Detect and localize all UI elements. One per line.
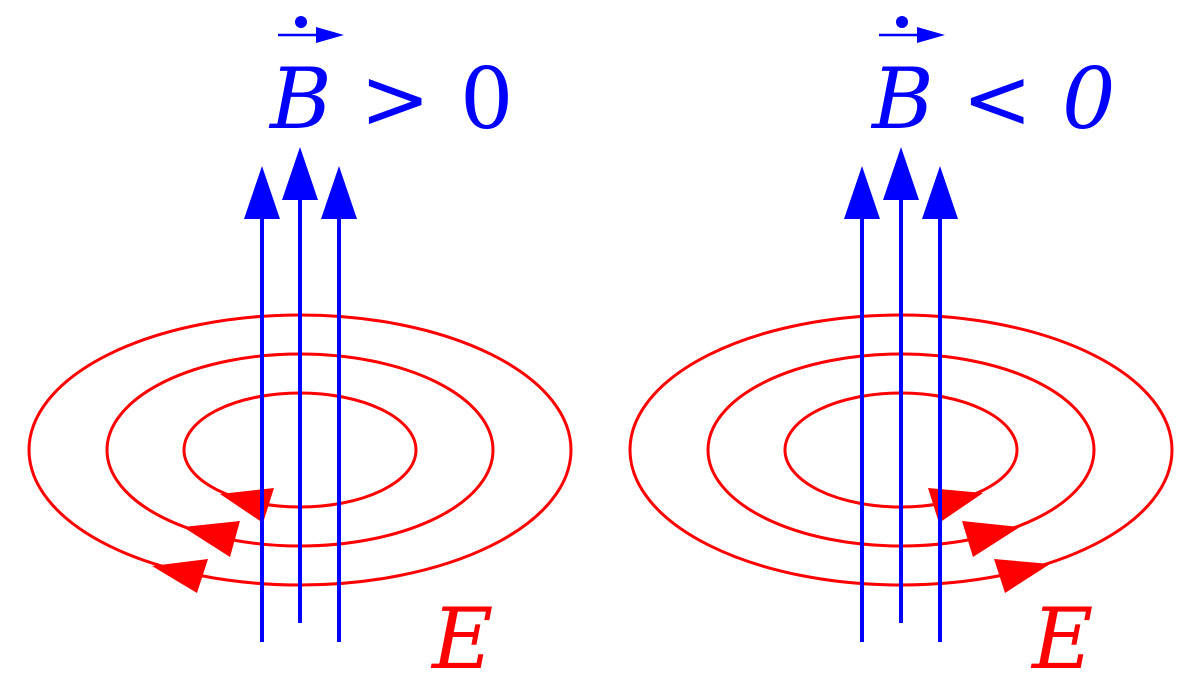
relation-value: 0 [460, 50, 513, 148]
time-derivative-dot [295, 16, 307, 28]
relation-value: 0 [1062, 50, 1115, 148]
b-arrowhead-right [922, 166, 958, 219]
b-arrowhead-left [244, 166, 280, 219]
e-arrowhead-inner [220, 488, 274, 523]
e-arrowhead-middle [962, 521, 1020, 557]
vector-arrow-head [316, 27, 344, 43]
e-arrowhead-outer [994, 559, 1050, 593]
b-arrowhead-left [844, 166, 880, 219]
relation-symbol: > [360, 50, 430, 148]
e-arrowhead-inner [928, 488, 983, 523]
b-arrowhead-center [282, 147, 318, 200]
e-arrowhead-outer [152, 559, 208, 593]
time-derivative-dot [896, 16, 908, 28]
e-arrowhead-middle [183, 521, 240, 557]
b-dot-label: B < 0 [870, 16, 1115, 148]
right-panel: B < 0 E [628, 16, 1174, 688]
vector-arrow-head [917, 27, 945, 43]
b-arrowheads [844, 147, 958, 219]
left-panel: B > 0 E [27, 16, 573, 688]
b-arrowhead-center [883, 147, 919, 200]
b-arrowhead-right [321, 166, 357, 219]
b-field-lines [860, 196, 942, 642]
b-symbol: B [268, 50, 332, 148]
e-label: E [430, 590, 493, 688]
b-dot-label: B > 0 [268, 16, 513, 148]
b-arrowheads [244, 147, 357, 219]
e-label: E [1030, 590, 1093, 688]
b-symbol: B [870, 50, 934, 148]
b-field-lines [260, 196, 341, 642]
relation-symbol: < [962, 50, 1032, 148]
